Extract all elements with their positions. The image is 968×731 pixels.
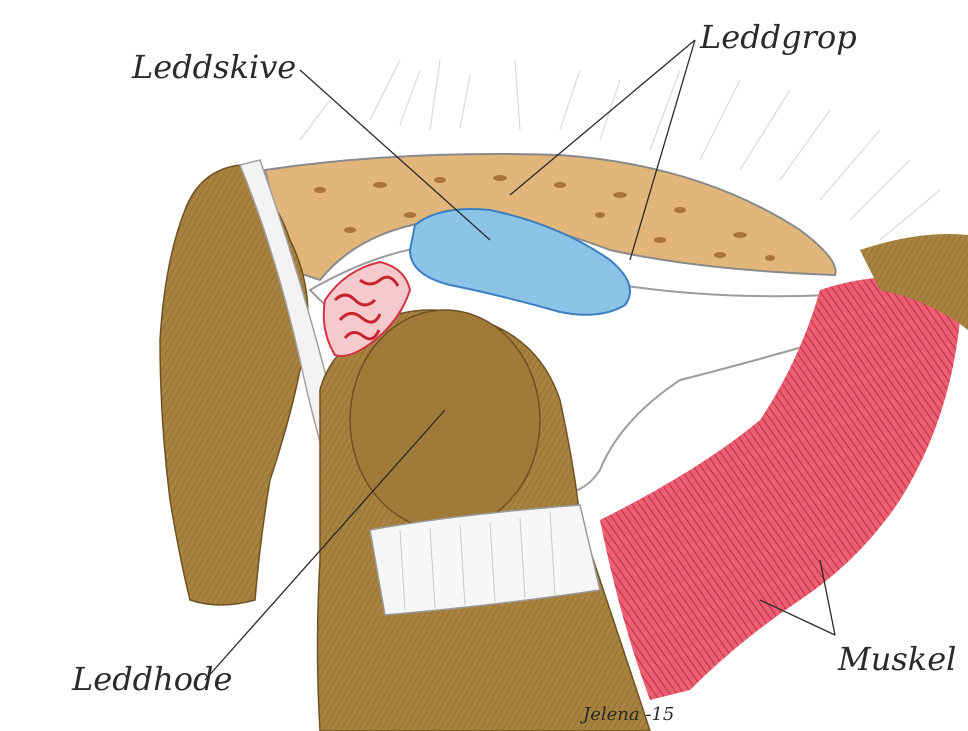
condyle-head <box>350 310 540 530</box>
label-socket: Leddgrop <box>699 18 857 56</box>
label-disc: Leddskive <box>131 48 296 86</box>
left-bone <box>160 165 308 605</box>
artist-signature: Jelena -15 <box>579 704 674 725</box>
label-muscle: Muskel <box>837 640 956 678</box>
label-head: Leddhode <box>71 660 232 698</box>
